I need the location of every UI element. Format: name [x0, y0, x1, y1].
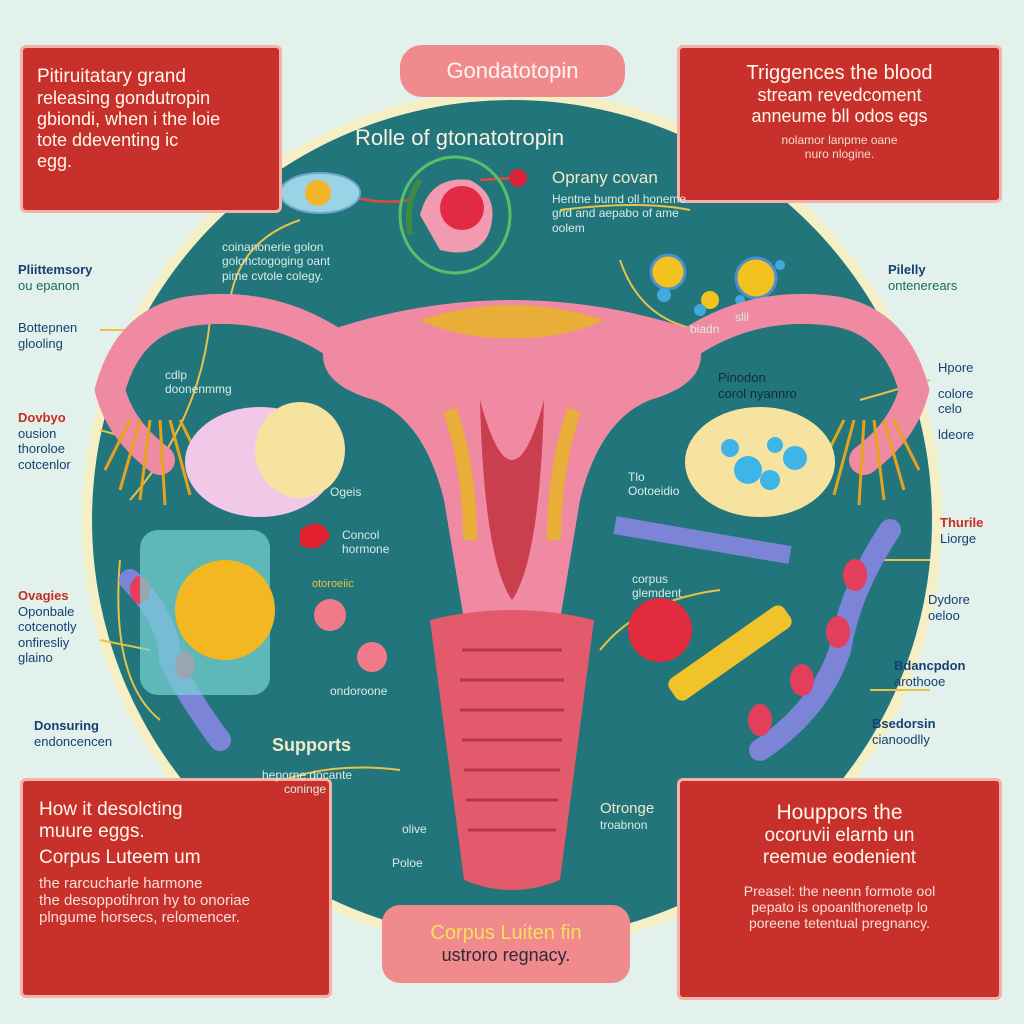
top-left-line: Pitiruitatary grand [37, 66, 186, 87]
right-label: Pilelly ontenerears [888, 262, 958, 293]
olive-label: olive [402, 822, 427, 836]
bottom-pill-line: ustroro regnacy. [441, 945, 571, 965]
bottom-right-line: Preasel: the neenn formote ool [743, 883, 936, 899]
right-label: Bsedorsin cianoodlly [872, 716, 936, 747]
left-label: Dovbyo ousion thoroloe cotcenlor [18, 410, 71, 472]
right-label: Dydore oeloo [928, 592, 970, 623]
bottom-left-line: the rarcucharle harmone [39, 875, 203, 892]
top-right-box: Triggences the blood stream revedcoment … [677, 45, 1002, 203]
oprany-text: Hentne bumd oll honeme grid and aepabo o… [552, 192, 687, 235]
oprany-heading: Oprany covan [552, 168, 658, 187]
supports-heading: Supports [272, 735, 351, 755]
top-right-note: nolamor lanpme oane [781, 133, 898, 147]
bladh-label: biadn [690, 322, 720, 336]
circle-title: Rolle of gtonatotropin [355, 125, 565, 150]
bottom-left-heading: muure eggs. [39, 821, 145, 842]
right-label: Hpore colore celo ldeore [938, 360, 975, 442]
right-label: Thurile Liorge [940, 515, 984, 546]
ogeis-label: Ogeis [330, 485, 362, 499]
top-left-box: Pitiruitatary grand releasing gondutropi… [20, 45, 282, 213]
tio-text: Tlo Ootoeidio [628, 470, 680, 499]
bottom-left-line: the desoppotihron hy to onoriae [39, 892, 250, 909]
top-right-line: anneume bll odos egs [751, 106, 928, 126]
corpus-text: corpus glemdent [632, 572, 682, 601]
bottom-right-line: poreene tetentual pregnancy. [748, 915, 931, 931]
left-label: Donsuring endoncencen [34, 718, 113, 749]
top-mid-text: coinanonerie golon golonctogoging oant p… [222, 240, 331, 283]
title-pill-text: Gondatotopin [446, 58, 579, 83]
otronge-text: Otronge troabnon [600, 800, 655, 832]
pituitary-cells [279, 155, 527, 275]
top-right-note: nuro nlogine. [804, 147, 875, 161]
concol-text: Concol hormone [342, 528, 390, 557]
poloe-label: Poloe [392, 856, 423, 870]
top-right-line: stream revedcoment [757, 85, 922, 105]
bottom-right-heading: reemue eodenient [762, 847, 917, 868]
right-label: Bdancpdon arothooe [894, 658, 966, 689]
uterus [322, 300, 702, 890]
slil-label: slil [735, 310, 749, 324]
top-left-line: gbiondi, when i the loie [37, 109, 221, 129]
bottom-left-heading: How it desolcting [39, 799, 183, 820]
bottom-right-heading: Houppors the [776, 801, 903, 824]
title-pill: Gondatotopin [400, 45, 625, 97]
left-label: Pliittemsory ou epanon [18, 262, 93, 293]
bottom-left-box: How it desolcting muure eggs. Corpus Lut… [20, 778, 332, 998]
bottom-left-subheading: Corpus Luteem um [39, 847, 201, 868]
right-cell-chain [613, 516, 901, 761]
fallopian-tubes [94, 293, 930, 475]
right-mid-text: Pinodon corol nyannro [718, 370, 797, 401]
bottom-right-line: pepato is opoanlthorenetp lo [751, 899, 928, 915]
bottom-pill-line: Corpus Luiten fin [430, 922, 582, 944]
supports-text: heporne docante coninge [262, 768, 353, 797]
left-mid-text: cdlp doonenmmg [165, 368, 232, 397]
top-left-line: releasing gondutropin [37, 88, 211, 108]
top-right-line: Triggences the blood [746, 62, 933, 84]
otc-label: otoroeiic [312, 578, 354, 590]
left-cell-chain [119, 523, 387, 751]
left-label: Bottepnen glooling [18, 320, 78, 351]
left-label: Ovagies Oponbale cotcenotly onfiresliy g… [18, 588, 77, 666]
ovaries [185, 402, 835, 517]
top-left-line: tote ddeventing ic [37, 130, 179, 150]
bottom-pill: Corpus Luiten fin ustroro regnacy. [382, 905, 630, 983]
bottom-left-line: plngume horsecs, relomencer. [39, 909, 240, 926]
ondoroone-label: ondoroone [330, 684, 388, 698]
bottom-right-box: Houppors the ocoruvii elarnb un reemue e… [677, 778, 1002, 1000]
bottom-right-heading: ocoruvii elarnb un [764, 825, 915, 846]
top-left-line: egg. [37, 151, 73, 171]
